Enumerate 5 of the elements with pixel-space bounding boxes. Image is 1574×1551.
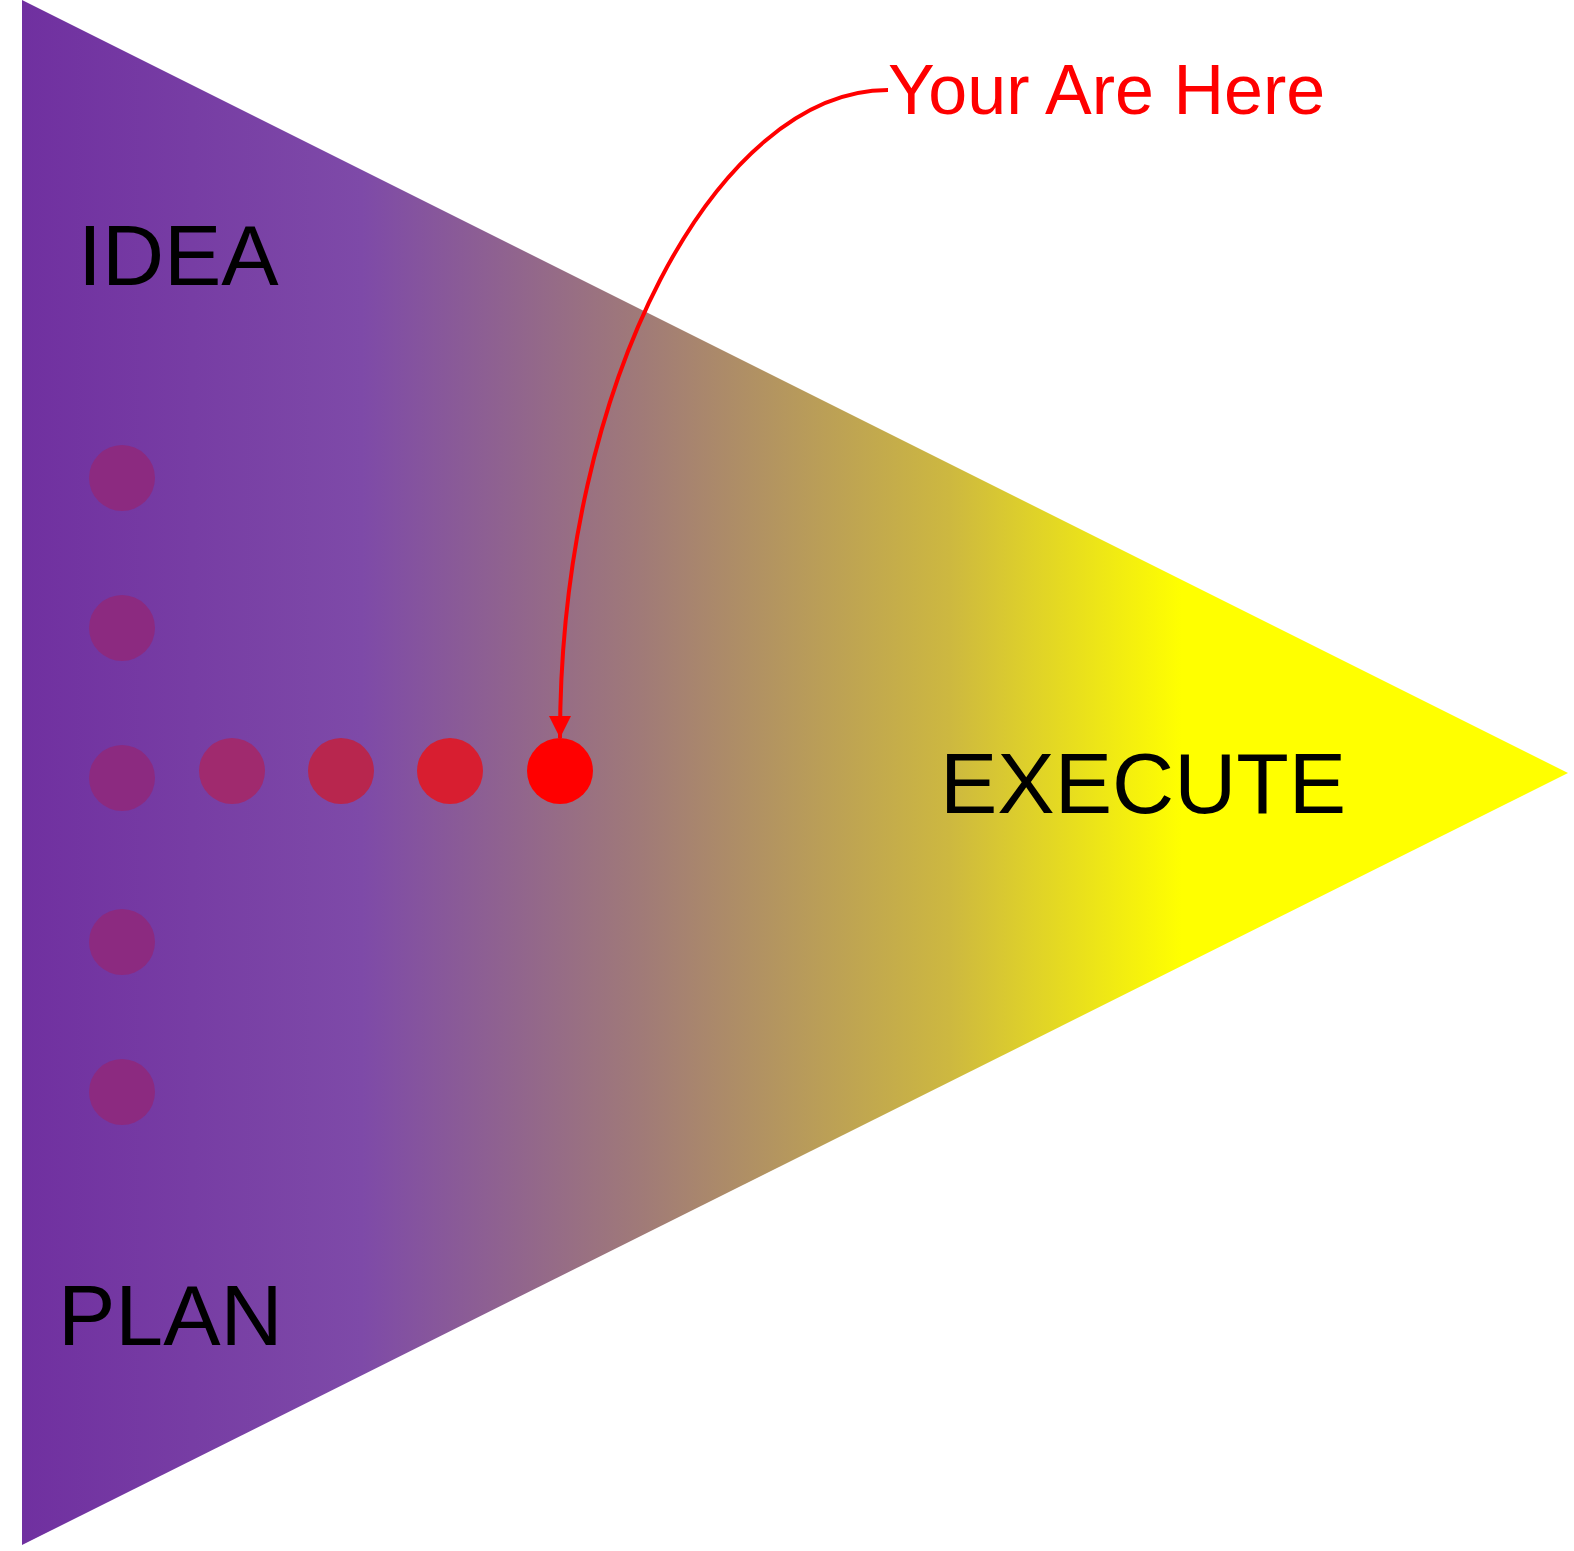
stage-label: PLAN (58, 1272, 283, 1358)
stage-label: EXECUTE (940, 740, 1347, 826)
callout-text: Your Are Here (888, 52, 1358, 128)
stage-label: IDEA (78, 212, 279, 298)
leader-arrow (549, 88, 889, 739)
